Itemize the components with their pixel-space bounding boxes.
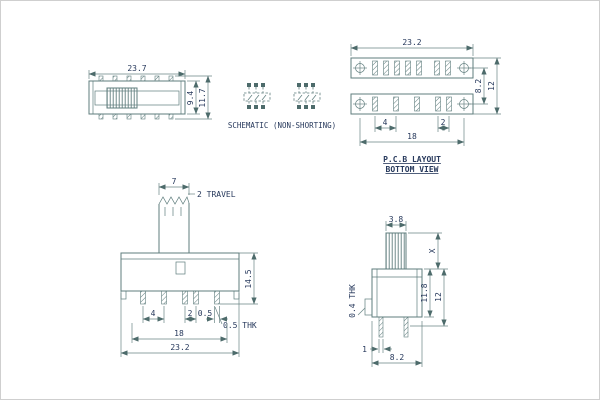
dim-side-pin-span: 18 (174, 329, 184, 338)
side-travel-label: 2 TRAVEL (197, 190, 236, 199)
schematic-symbol-2 (293, 83, 321, 109)
dim-end-pin-width: 1 (362, 345, 367, 354)
schematic-symbol-1 (243, 83, 271, 109)
dim-pcb-hole-span: 18 (407, 132, 417, 141)
dim-side-body-width: 23.2 (170, 343, 189, 352)
dim-pcb-height: 12 (487, 81, 496, 91)
dim-pcb-row-spacing: 8.2 (474, 79, 483, 94)
side-pin-thickness-label: 0.5 THK (223, 321, 257, 330)
end-actuator (385, 232, 407, 270)
dim-side-height: 14.5 (244, 269, 253, 288)
schematic-caption: SCHEMATIC (NON-SHORTING) (228, 121, 336, 130)
pcb-top-slots (372, 60, 451, 76)
dim-end-body-height: 11.8 (420, 283, 429, 302)
pcb-bottom-slots (372, 96, 452, 112)
dim-pcb-width: 23.2 (402, 38, 421, 47)
dim-side-pitch-b: 2 (188, 309, 193, 318)
side-view: 7 2 TRAVEL 14.5 4 2 (120, 177, 258, 357)
pcb-caption-line2: BOTTOM VIEW (386, 165, 439, 174)
end-pin (378, 316, 384, 338)
body-lock-hole (175, 261, 186, 275)
dim-front-height-inner: 9.4 (186, 91, 195, 106)
front-top-lugs (98, 75, 174, 82)
dim-end-total-height: 12 (434, 292, 443, 302)
side-pins (140, 290, 220, 305)
front-view: 23.7 9.4 11.7 (88, 64, 212, 120)
end-terminal-thickness-label: 0.4 THK (348, 284, 357, 318)
slider-knob (106, 87, 138, 109)
dim-front-height-outer: 11.7 (198, 88, 207, 107)
dim-side-pitch-a: 4 (151, 309, 156, 318)
front-bottom-pins (98, 113, 174, 120)
dim-end-actuator-height: X (428, 248, 437, 253)
pcb-layout-view: 23.2 8.2 12 4 2 18 P.C.B LAYOUT BOTTOM V… (350, 38, 501, 174)
dim-end-knob-width: 3.8 (389, 215, 404, 224)
side-terminal-tab (364, 298, 373, 316)
dim-side-pin-width: 0.5 (198, 309, 213, 318)
dim-pcb-pitch-a: 4 (383, 118, 388, 127)
dim-end-body-width: 8.2 (390, 353, 405, 362)
end-view: 3.8 X 11.8 12 0.4 THK 1 8. (348, 215, 448, 367)
end-pin (403, 316, 409, 338)
dim-side-knob-width: 7 (172, 177, 177, 186)
dim-front-width: 23.7 (127, 64, 146, 73)
pcb-caption-line1: P.C.B LAYOUT (383, 155, 441, 164)
schematic-view: SCHEMATIC (NON-SHORTING) (228, 83, 336, 130)
dim-pcb-pitch-b: 2 (441, 118, 446, 127)
